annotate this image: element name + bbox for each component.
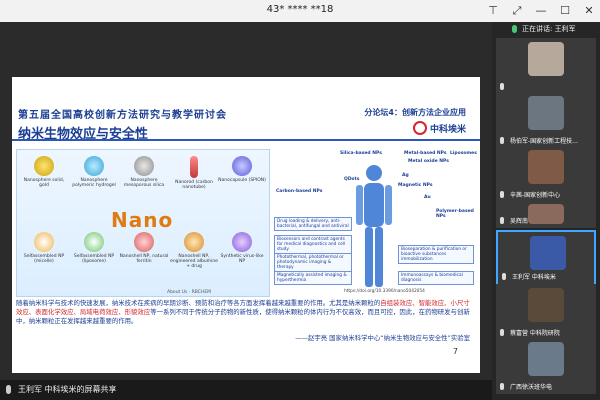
header-divider <box>12 139 480 141</box>
conference-title: 第五届全国高校创新方法研究与教学研讨会 <box>18 110 227 121</box>
quote-highlight: 自组装效应、智能效应、小尺寸效应、表面化学效应、局域电荷效应、形貌效应 <box>16 299 470 316</box>
bio-label: Au <box>424 195 431 200</box>
participant-tile[interactable]: 吴辉南 <box>496 202 596 228</box>
np-item: Nanocapsule (SPION) <box>217 156 267 183</box>
speaking-label: 正在讲话: 王利军 <box>522 25 576 33</box>
nanoparticle-types-figure: Nanosphere solid, gold Nanosphere polyme… <box>16 149 270 297</box>
np-item: Nanosphere polymeric hydrogel <box>69 156 119 188</box>
mic-icon <box>500 137 504 144</box>
np-item: Nanosphere solid, gold <box>19 156 69 188</box>
participant-name: 辛茜-国家创新中心 <box>510 192 561 199</box>
minimize-icon[interactable]: — <box>535 4 547 17</box>
participant-tile[interactable]: 辛茜-国家创新中心 <box>496 146 596 202</box>
logo-mark-icon <box>412 121 427 135</box>
bio-label: QDots <box>344 177 360 182</box>
participant-name: 广西徐沃班华电 <box>510 384 553 391</box>
avatar <box>528 204 564 224</box>
mic-icon <box>500 217 504 224</box>
avatar <box>528 96 564 130</box>
fullscreen-icon[interactable]: ⤢ <box>512 4 522 17</box>
close-icon[interactable]: ✕ <box>584 4 594 17</box>
participant-tile[interactable]: 杨伯军-国家创新工程技... <box>496 92 596 148</box>
application-box: Biosensors and contrast agents for medic… <box>274 235 352 254</box>
application-box: Bioseparation & purification or bioactiv… <box>398 245 474 264</box>
np-item: Selfassembled NP (liposome) <box>69 232 119 264</box>
mic-icon <box>512 25 517 33</box>
mic-icon[interactable] <box>6 385 11 394</box>
np-item: Synthetic virus-like NP <box>217 232 267 264</box>
np-item: Nanorod (carbon nanotube) <box>169 156 219 190</box>
logo-text: 中科埃米 <box>429 124 466 135</box>
figure-footnote: About Us · RBCHEM <box>167 290 212 295</box>
mic-icon <box>500 83 504 90</box>
bio-label: Metal-based NPs <box>404 151 447 156</box>
quote-paragraph: 随着纳米科学与技术的快速发展，纳米技术在疾病的早期诊断、预防和治疗等各方面发挥着… <box>16 299 474 326</box>
forum-label: 分论坛4：创新方法企业应用 <box>364 108 466 117</box>
maximize-icon[interactable]: ☐ <box>560 4 570 17</box>
bio-label: Ag <box>402 173 409 178</box>
np-item: Nanoshell NP, natural ferritin <box>119 232 169 264</box>
window-controls: ⊤ ⤢ — ☐ ✕ <box>486 3 596 18</box>
window-titlebar: 43* **** **18 ⊤ ⤢ — ☐ ✕ <box>0 0 600 23</box>
bio-label: Liposomes <box>450 151 477 156</box>
window-title: 43* **** **18 <box>266 4 334 15</box>
pin-icon[interactable]: ⊤ <box>488 4 498 17</box>
participant-name: 杨伯军-国家创新工程技... <box>510 138 578 145</box>
participant-tile[interactable] <box>496 38 596 94</box>
slide-header: 第五届全国高校创新方法研究与教学研讨会 分论坛4：创新方法企业应用 <box>18 105 474 121</box>
participant-name: 王利军 中科埃米 <box>512 274 556 281</box>
doi-link: https://doi.org/10.3390/nano5042054 <box>344 289 425 294</box>
avatar <box>528 342 564 376</box>
np-item: Selfassembled NP (micelle) <box>19 232 69 264</box>
bio-label: Magnetic NPs <box>398 183 433 188</box>
quote-text: 等一系列不同于传统分子药物的新性质，使得纳米颗粒的体内行为不仅高效，而且可控，因… <box>16 308 470 325</box>
np-item: Nanoshell NP, engineered albumine + drug <box>169 232 219 269</box>
np-item: Nanosphere mesoporous silica <box>119 156 169 188</box>
share-status-bar: 王利军 中科埃米的屏幕共享 <box>0 380 492 400</box>
shared-slide: 第五届全国高校创新方法研究与教学研讨会 分论坛4：创新方法企业应用 纳米生物效应… <box>12 77 480 373</box>
participant-tile[interactable]: 王利军 中科埃米 <box>496 230 596 286</box>
application-box: Drug loading & delivery, anti-bacterial,… <box>274 217 352 231</box>
screen-share-area: 第五届全国高校创新方法研究与教学研讨会 分论坛4：创新方法企业应用 纳米生物效应… <box>0 22 492 380</box>
participant-sidebar: 正在讲话: 王利军 杨伯军-国家创新工程技... 辛茜-国家创新中心吴辉南王利军 … <box>492 22 600 400</box>
bio-label: Polymer-based NPs <box>436 209 474 219</box>
quote-text: 随着纳米科学与技术的快速发展，纳米技术在疾病的早期诊断、预防和治疗等各方面发挥着… <box>16 299 381 307</box>
page-number: 7 <box>452 347 458 356</box>
bio-applications-figure: Silica-based NPs Metal-based NPs Liposom… <box>274 149 477 295</box>
participant-name: 蔡富营 中科院研院 <box>510 330 560 337</box>
company-logo: 中科埃米 <box>412 121 466 135</box>
mic-icon <box>500 191 504 198</box>
mic-icon <box>500 383 504 390</box>
avatar <box>530 236 566 270</box>
share-status-label: 王利军 中科埃米的屏幕共享 <box>18 385 117 394</box>
avatar <box>528 150 564 184</box>
avatar <box>528 42 564 76</box>
application-box: Immunoassays & biomedical diagnosis <box>398 271 474 285</box>
bio-label: Carbon-based NPs <box>276 189 323 194</box>
bio-label: Metal oxide NPs <box>408 159 449 164</box>
participant-tile[interactable]: 蔡富营 中科院研院 <box>496 284 596 340</box>
application-box: Photothermal, photothermal or photodynam… <box>274 253 352 272</box>
application-box: Magnetically assisted imaging & hyperthe… <box>274 271 352 285</box>
participant-tile[interactable]: 广西徐沃班华电 <box>496 338 596 394</box>
speaking-indicator: 正在讲话: 王利军 <box>492 22 600 36</box>
mic-icon <box>500 329 504 336</box>
slide-subtitle: 纳米生物效应与安全性 <box>18 127 149 142</box>
bio-label: Silica-based NPs <box>340 151 382 156</box>
participant-name: 吴辉南 <box>510 218 529 225</box>
avatar <box>528 288 564 322</box>
quote-signature: ——赵宇亮 国家纳米科学中心“纳米生物效应与安全性”实验室 <box>295 334 470 342</box>
human-body-icon <box>356 165 392 287</box>
mic-icon <box>502 273 506 280</box>
nano-label: Nano <box>111 208 174 232</box>
